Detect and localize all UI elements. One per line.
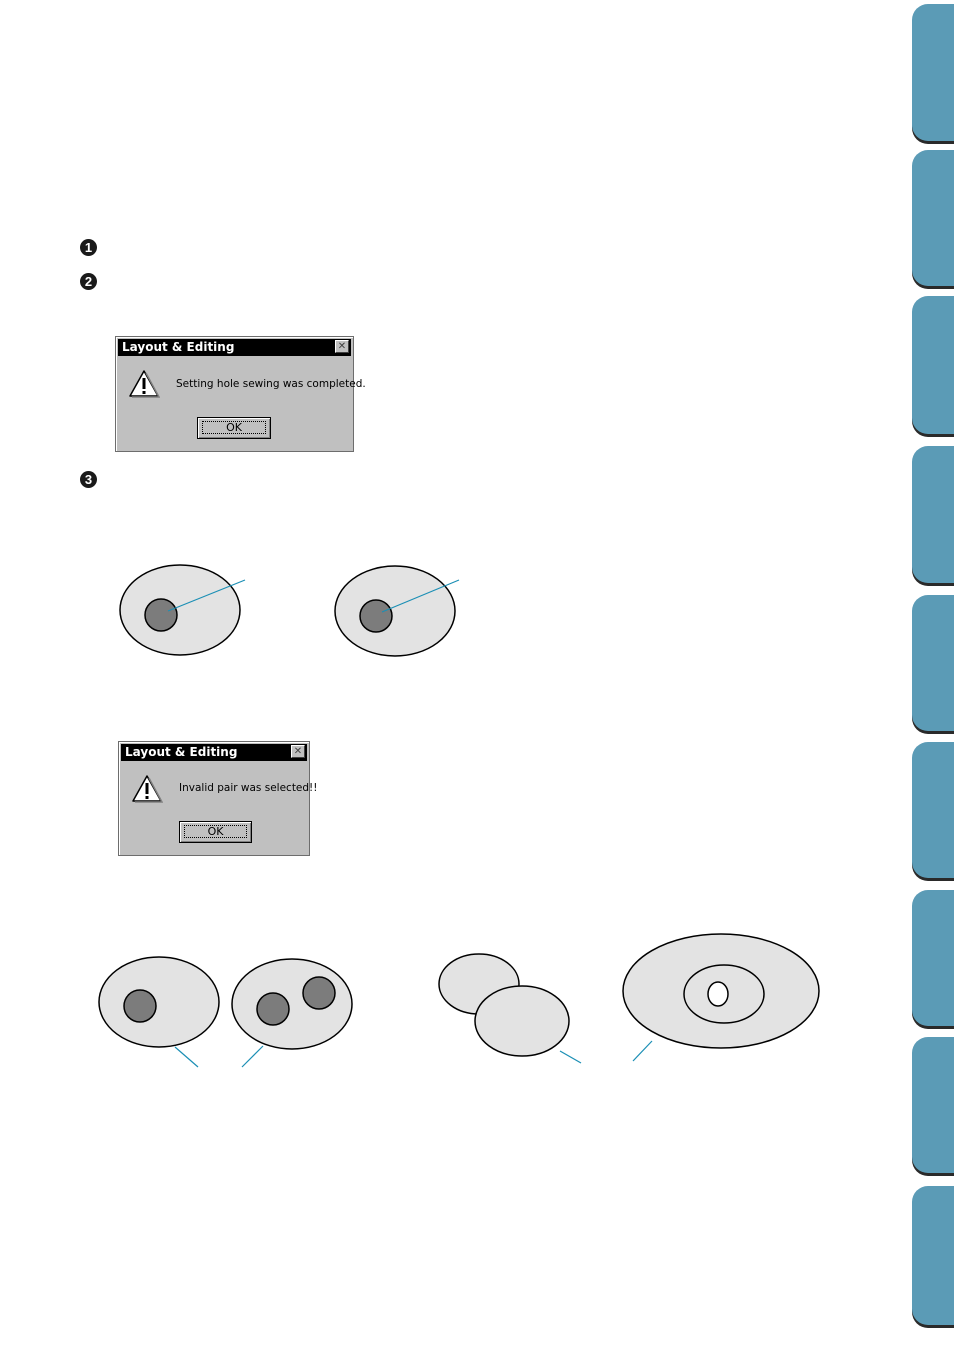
chapter-tab-2[interactable] <box>912 150 954 286</box>
shape-with-hole-right <box>334 565 460 657</box>
ok-button-label: OK <box>202 421 266 434</box>
leader-line <box>241 1045 264 1068</box>
warning-icon <box>129 370 160 398</box>
leader-line <box>559 1050 582 1064</box>
figure-invalid-pairs <box>98 933 820 1068</box>
ok-button[interactable]: OK <box>197 417 271 439</box>
chapter-tab-8[interactable] <box>912 1037 954 1173</box>
dialog-titlebar: Layout & Editing ✕ <box>121 744 307 761</box>
close-icon[interactable]: ✕ <box>335 340 349 353</box>
leader-line <box>632 1040 653 1062</box>
shape-nested <box>622 933 820 1049</box>
dialog-title: Layout & Editing <box>122 340 235 354</box>
shape-single-hole <box>98 956 220 1048</box>
dialog-title: Layout & Editing <box>125 745 238 759</box>
chapter-tab-1[interactable] <box>912 4 954 141</box>
figure-hole-pairs <box>119 564 460 657</box>
chapter-tabs <box>912 0 954 1348</box>
step-1-marker: 1 <box>80 239 97 256</box>
step-2-marker: 2 <box>80 273 97 290</box>
shape-two-holes <box>231 958 353 1050</box>
step-3-marker: 3 <box>80 471 97 488</box>
chapter-tab-3[interactable] <box>912 296 954 434</box>
ok-button-label: OK <box>184 825 247 838</box>
dialog-message: Invalid pair was selected!! <box>179 782 318 794</box>
ok-button[interactable]: OK <box>179 821 252 843</box>
chapter-tab-5[interactable] <box>912 595 954 731</box>
invalid-pair-dialog: Layout & Editing ✕ Invalid pair was sele… <box>118 741 317 856</box>
chapter-tab-6[interactable] <box>912 742 954 878</box>
leader-line <box>174 1046 199 1068</box>
shape-overlapping <box>438 953 570 1057</box>
completion-dialog: Layout & Editing ✕ Setting hole sewing w… <box>115 336 366 452</box>
warning-icon <box>132 775 163 803</box>
shape-with-hole-left <box>119 564 246 656</box>
dialog-titlebar: Layout & Editing ✕ <box>118 339 351 356</box>
close-icon[interactable]: ✕ <box>291 745 305 758</box>
dialog-message: Setting hole sewing was completed. <box>176 378 366 390</box>
chapter-tab-9[interactable] <box>912 1186 954 1325</box>
chapter-tab-4[interactable] <box>912 446 954 583</box>
chapter-tab-7[interactable] <box>912 890 954 1026</box>
